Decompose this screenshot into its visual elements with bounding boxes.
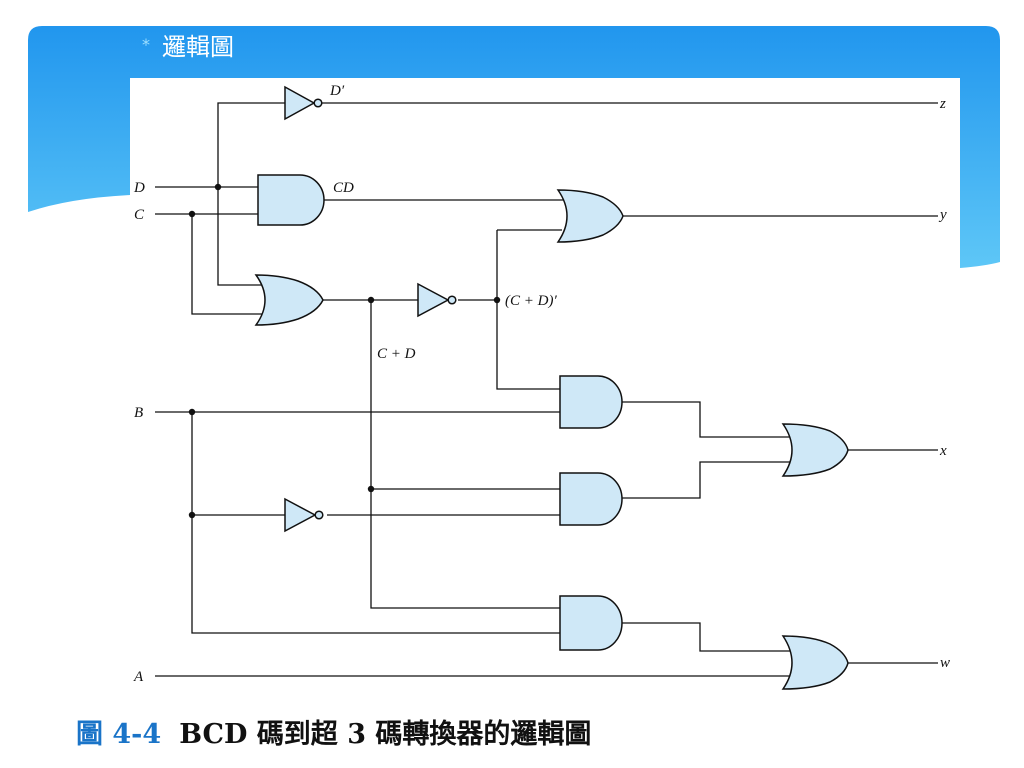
wire-and-w-out (622, 622, 790, 652)
wire-and-x2-out (622, 461, 790, 499)
junction-dot (188, 408, 196, 416)
wire-b-vert (191, 412, 560, 634)
junction-dot (367, 485, 375, 493)
signal-label-c-plus-d: C + D (377, 346, 416, 362)
wire-d-to-or (217, 187, 266, 286)
or-gate-c-plus-d (254, 274, 324, 326)
junctions (188, 183, 501, 519)
output-label-x: x (939, 443, 947, 459)
junction-dot (493, 296, 501, 304)
output-label-z: z (939, 96, 946, 112)
junction-dot (367, 296, 375, 304)
not-gate-b (284, 497, 324, 533)
input-label-a: A (133, 669, 144, 685)
or-gate-x (781, 423, 849, 477)
and-gate-x2 (559, 472, 623, 526)
not-gate-c-plus-d (417, 282, 457, 318)
output-label-w: w (940, 655, 950, 671)
wire-c-plus-d-trunk (370, 300, 560, 609)
figure-caption: 圖 4-4 BCD 碼到超 3 碼轉換器的邏輯圖 (76, 712, 591, 751)
figure-caption-text: BCD 碼到超 3 碼轉換器的邏輯圖 (179, 719, 592, 750)
wire-cd-not-vert (496, 230, 560, 390)
wire-and-x1-out (622, 401, 790, 438)
not-gate-d (284, 85, 323, 121)
title-bullet: * (142, 35, 150, 54)
diagram-background (130, 78, 960, 690)
or-gate-w (781, 635, 849, 690)
signal-label-c-plus-d-not: (C + D)′ (505, 293, 557, 309)
signal-label-d-not: D′ (329, 83, 345, 99)
wires (155, 102, 938, 677)
junction-dot (188, 511, 196, 519)
or-gate-y (556, 189, 624, 243)
title-text: 邏輯圖 (162, 33, 234, 61)
signal-label-cd: CD (333, 180, 354, 196)
junction-dot (188, 210, 196, 218)
input-label-c: C (134, 207, 145, 223)
and-gate-x1 (559, 375, 623, 429)
wire-c-to-or (191, 214, 266, 315)
output-label-y: y (938, 207, 947, 223)
wire-d-vert (217, 102, 285, 187)
and-gate-w (559, 595, 623, 651)
junction-dot (214, 183, 222, 191)
input-label-b: B (134, 405, 143, 421)
slide-title: * 邏輯圖 (142, 27, 234, 62)
input-label-d: D (133, 180, 145, 196)
logic-diagram: D C B A z y x w D′ CD C + D (C + D)′ (130, 78, 960, 690)
figure-number: 圖 4-4 (76, 719, 162, 750)
and-gate-cd (257, 174, 325, 226)
